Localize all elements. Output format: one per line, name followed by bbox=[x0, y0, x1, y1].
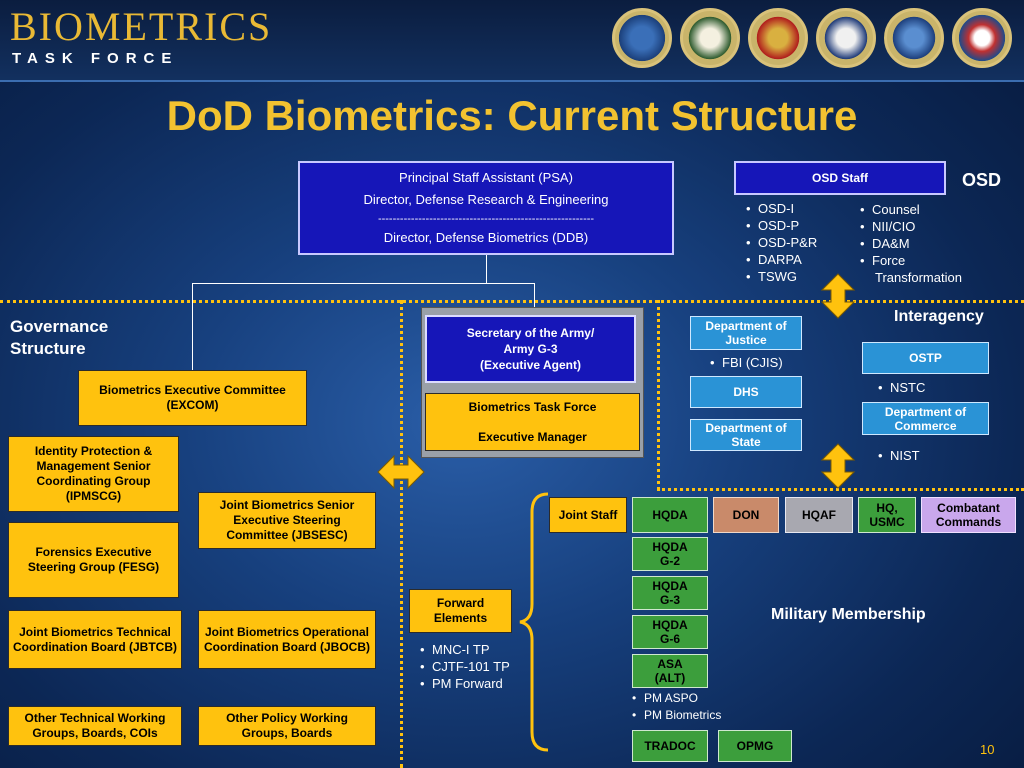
opmg-box: OPMG bbox=[718, 730, 792, 762]
hqda-g3-box: HQDA G-3 bbox=[632, 576, 708, 610]
connector-line bbox=[192, 283, 534, 284]
btf-line2: Executive Manager bbox=[478, 430, 587, 444]
asa-alt-box: ASA (ALT) bbox=[632, 654, 708, 688]
osd-list-right: Counsel NII/CIO DA&M Force bbox=[860, 201, 920, 269]
hqda-box: HQDA bbox=[632, 497, 708, 533]
don-box: DON bbox=[713, 497, 779, 533]
osd-list-continuation: Transformation bbox=[875, 270, 962, 285]
dos-box: Department of State bbox=[690, 419, 802, 451]
list-item: NSTC bbox=[878, 379, 925, 396]
list-item: Force bbox=[860, 252, 920, 269]
marines-seal-icon bbox=[748, 8, 808, 68]
forward-elements-box: Forward Elements bbox=[409, 589, 512, 633]
army-seal-icon bbox=[680, 8, 740, 68]
asa-alt-list: PM ASPO PM Biometrics bbox=[632, 690, 721, 724]
list-item: FBI (CJIS) bbox=[710, 354, 783, 371]
doc-box: Department of Commerce bbox=[862, 402, 989, 435]
governance-label-line2: Structure bbox=[10, 339, 86, 358]
list-item: CJTF-101 TP bbox=[420, 658, 510, 675]
interagency-label: Interagency bbox=[894, 308, 984, 325]
connector-line bbox=[192, 283, 193, 371]
military-membership-label: Military Membership bbox=[771, 606, 926, 623]
list-item: DARPA bbox=[746, 251, 817, 268]
list-item: PM Forward bbox=[420, 675, 510, 692]
btf-line1: Biometrics Task Force bbox=[468, 400, 597, 414]
dod-seal-icon bbox=[612, 8, 672, 68]
hqaf-box: HQAF bbox=[785, 497, 853, 533]
double-arrow-vertical-icon bbox=[820, 443, 856, 489]
hqda-g2-box: HQDA G-2 bbox=[632, 537, 708, 571]
doc-list: NIST bbox=[878, 447, 920, 464]
secarmy-line1: Secretary of the Army/ bbox=[466, 326, 595, 340]
coastguard-seal-icon bbox=[952, 8, 1012, 68]
usmc-box: HQ, USMC bbox=[858, 497, 916, 533]
connector-line bbox=[486, 255, 487, 283]
jbsesc-box: Joint Biometrics Senior Executive Steeri… bbox=[198, 492, 376, 549]
list-item: OSD-P&R bbox=[746, 234, 817, 251]
psa-ddb: Director, Defense Biometrics (DDB) bbox=[383, 230, 589, 245]
jbocb-box: Joint Biometrics Operational Coordinatio… bbox=[198, 610, 376, 669]
excom-box: Biometrics Executive Committee (EXCOM) bbox=[78, 370, 307, 426]
connector-line bbox=[534, 283, 535, 310]
list-item: OSD-P bbox=[746, 217, 817, 234]
psa-divider: ----------------------------------------… bbox=[377, 213, 595, 225]
list-item: TSWG bbox=[746, 268, 817, 285]
airforce-seal-icon bbox=[884, 8, 944, 68]
osd-staff-box: OSD Staff bbox=[734, 161, 946, 195]
logo-task-force: TASK FORCE bbox=[12, 50, 179, 67]
doj-list: FBI (CJIS) bbox=[710, 354, 783, 371]
double-arrow-horizontal-icon bbox=[377, 454, 425, 490]
jbtcb-box: Joint Biometrics Technical Coordination … bbox=[8, 610, 182, 669]
list-item: Counsel bbox=[860, 201, 920, 218]
vertical-divider-left bbox=[400, 300, 403, 768]
other-policy-box: Other Policy Working Groups, Boards bbox=[198, 706, 376, 746]
psa-ddre: Director, Defense Research & Engineering bbox=[363, 192, 609, 207]
horizontal-divider bbox=[0, 300, 1024, 303]
governance-label-line1: Governance bbox=[10, 317, 109, 336]
vertical-divider-right bbox=[657, 300, 660, 490]
list-item: NII/CIO bbox=[860, 218, 920, 235]
joint-staff-box: Joint Staff bbox=[549, 497, 627, 533]
list-item: NIST bbox=[878, 447, 920, 464]
psa-title: Principal Staff Assistant (PSA) bbox=[399, 170, 573, 185]
osd-label: OSD bbox=[962, 170, 1002, 190]
list-item: OSD-I bbox=[746, 200, 817, 217]
logo-biometrics: BIOMETRICS bbox=[10, 4, 273, 49]
page-number: 10 bbox=[980, 742, 995, 757]
page-title: DoD Biometrics: Current Structure bbox=[166, 92, 858, 139]
ipmscg-box: Identity Protection & Management Senior … bbox=[8, 436, 179, 512]
tradoc-box: TRADOC bbox=[632, 730, 708, 762]
brace-icon bbox=[519, 492, 549, 752]
osd-list-left: OSD-I OSD-P OSD-P&R DARPA TSWG bbox=[746, 200, 817, 285]
fesg-box: Forensics Executive Steering Group (FESG… bbox=[8, 522, 179, 598]
double-arrow-vertical-icon bbox=[820, 273, 856, 319]
list-item: PM Biometrics bbox=[632, 707, 721, 724]
horizontal-divider-right bbox=[657, 488, 1024, 491]
other-technical-box: Other Technical Working Groups, Boards, … bbox=[8, 706, 182, 746]
ostp-list: NSTC bbox=[878, 379, 925, 396]
governance-label: Governance Structure bbox=[10, 316, 108, 360]
secarmy-line2: Army G-3 bbox=[503, 342, 558, 356]
list-item: DA&M bbox=[860, 235, 920, 252]
combatant-commands-box: Combatant Commands bbox=[921, 497, 1016, 533]
hqda-g6-box: HQDA G-6 bbox=[632, 615, 708, 649]
btf-box: Biometrics Task Force Executive Manager bbox=[425, 393, 640, 451]
psa-box: Principal Staff Assistant (PSA) Director… bbox=[298, 161, 674, 255]
dhs-box: DHS bbox=[690, 376, 802, 408]
navy-seal-icon bbox=[816, 8, 876, 68]
forward-elements-list: MNC-I TP CJTF-101 TP PM Forward bbox=[420, 641, 510, 692]
list-item: MNC-I TP bbox=[420, 641, 510, 658]
ostp-box: OSTP bbox=[862, 342, 989, 374]
secarmy-line3: (Executive Agent) bbox=[480, 358, 581, 372]
doj-box: Department of Justice bbox=[690, 316, 802, 350]
secarmy-box: Secretary of the Army/ Army G-3 (Executi… bbox=[425, 315, 636, 383]
list-item: PM ASPO bbox=[632, 690, 721, 707]
